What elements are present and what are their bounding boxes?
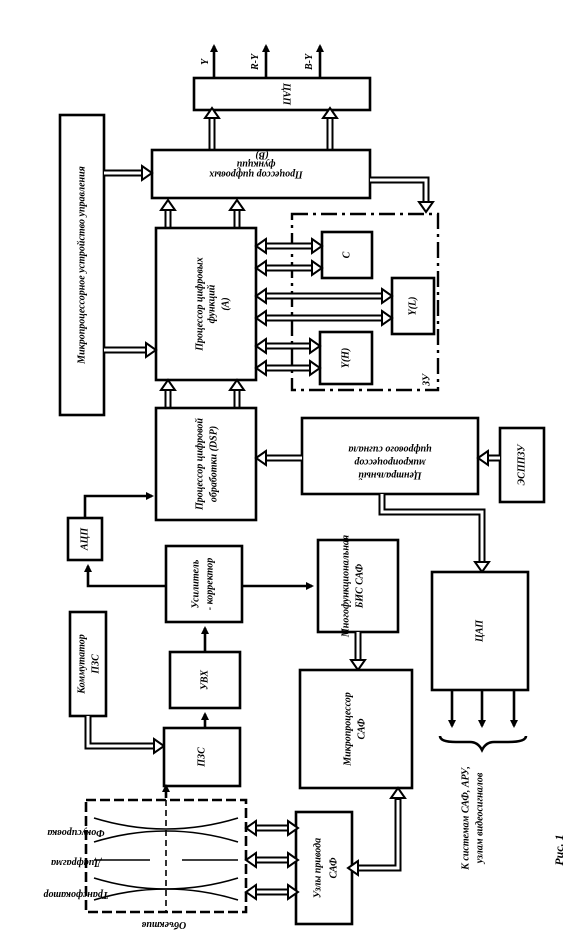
sample-hold-label: УВХ xyxy=(199,670,210,690)
bus-mcu-procb xyxy=(104,164,154,182)
bus-procb-dac xyxy=(203,106,339,150)
outputs-note: К системам САФ, АРУ, узлам видеосигналов xyxy=(460,766,485,871)
lsi-line1: Многофункциональная xyxy=(340,535,351,638)
ccd-block: ПЗС xyxy=(162,726,242,788)
output-signals: Y R-Y B-Y xyxy=(200,44,324,78)
processor-b-block: Процессор цифровых функций (B) xyxy=(150,148,372,200)
amplifier-line2: - корректор xyxy=(204,558,215,611)
label-b-y: B-Y xyxy=(304,53,315,71)
label-r-y: R-Y xyxy=(250,53,261,71)
processor-b-line3: (B) xyxy=(255,150,268,161)
outputs-line1: К системам САФ, АРУ, xyxy=(460,766,471,871)
amplifier-line1: Усилитель xyxy=(190,559,201,608)
processor-a-line1: Процессор цифровых xyxy=(194,257,205,351)
zu-label: ЗУ xyxy=(421,373,432,387)
drive-line2: САФ xyxy=(328,857,339,878)
ccd-switch-line2: ПЗС xyxy=(90,654,101,675)
bus-cpu-dac-bottom xyxy=(378,494,491,574)
line-adc-dsp xyxy=(83,492,154,518)
lsi-saf-block: Многофункциональная БИС САФ xyxy=(316,535,400,638)
lsi-line2: БИС САФ xyxy=(354,563,365,609)
bus-cpu-dsp xyxy=(254,449,302,467)
bus-mcu-proca xyxy=(104,341,158,359)
bus-proca-procb xyxy=(159,198,246,228)
processor-a-line2: функций xyxy=(206,284,217,323)
dsp-line2: обработки (DSP) xyxy=(208,426,219,502)
lens-assembly xyxy=(84,784,248,914)
processor-a-line3: (A) xyxy=(220,297,231,310)
bus-lens-drive xyxy=(244,819,300,901)
lens-labels: Фокусировка Диафрагма Трансфокатор Объек… xyxy=(43,827,186,930)
bus-drive-mpsaf xyxy=(346,786,407,877)
mp-saf-block: Микропроцессор САФ xyxy=(298,668,414,790)
memory-yh-label: Y(H) xyxy=(340,348,351,369)
figure-caption: Рис. 1 xyxy=(552,834,566,865)
processor-a-block: Процессор цифровых функций (A) xyxy=(154,226,258,382)
bus-lsi-mpsaf xyxy=(349,632,367,672)
drive-saf-block: Узлы привода САФ xyxy=(294,810,354,926)
amplifier-block: Усилитель - корректор xyxy=(164,544,244,624)
adc-block: АЦП xyxy=(66,516,104,562)
label-y: Y xyxy=(200,58,211,65)
mcu-control-block: Микропроцессорное устройство управления xyxy=(58,113,106,417)
central-mcu-line2: микропроцессор xyxy=(354,457,427,468)
ccd-label: ПЗС xyxy=(196,747,207,768)
dsp-line1: Процессор цифровой xyxy=(194,418,205,511)
sample-hold-block: УВХ xyxy=(168,650,242,710)
mp-saf-line2: САФ xyxy=(356,718,367,739)
bus-eeprom-cpu xyxy=(476,449,500,467)
memory-yl-label: Y(L) xyxy=(407,297,418,316)
central-mcu-block: Центральный микропроцессор цифрового сиг… xyxy=(300,416,480,496)
memory-c-label: C xyxy=(341,251,352,258)
processor-b-line1: Процессор цифровых xyxy=(209,169,303,180)
memory-zu-group: ЗУ xyxy=(290,212,440,392)
dac-top-block: ЦАП xyxy=(192,76,372,112)
ccd-switch-block: Коммутатор ПЗС xyxy=(68,610,108,718)
focus-label: Фокусировка xyxy=(47,827,104,838)
memory-c-block: C xyxy=(320,230,374,280)
adc-label: АЦП xyxy=(79,527,90,551)
drive-line1: Узлы привода xyxy=(312,838,323,898)
aperture-label: Диафрагма xyxy=(51,857,102,868)
line-amp-adc xyxy=(84,564,166,588)
dac-bottom-outputs xyxy=(438,690,528,753)
bus-dsp-proca xyxy=(159,378,246,408)
bus-procb-zu xyxy=(370,176,435,214)
dsp-block: Процессор цифровой обработки (DSP) xyxy=(154,406,258,522)
eeprom-label: ЭСППЗУ xyxy=(516,444,527,486)
mp-saf-line1: Микропроцессор xyxy=(342,692,353,767)
memory-yh-block: Y(H) xyxy=(318,330,374,386)
central-mcu-line3: цифрового сигнала xyxy=(348,444,431,455)
memory-yl-block: Y(L) xyxy=(390,276,436,336)
outputs-line2: узлам видеосигналов xyxy=(474,772,485,864)
processor-b-line2: функций xyxy=(236,159,275,170)
central-mcu-line1: Центральный xyxy=(358,470,423,481)
ccd-switch-line1: Коммутатор xyxy=(76,634,87,695)
lens-label: Объектив xyxy=(141,919,186,930)
zoom-label: Трансфокатор xyxy=(43,889,108,900)
dac-bottom-block: ЦАП xyxy=(430,570,530,692)
eeprom-block: ЭСППЗУ xyxy=(498,426,546,504)
bus-switch-ccd xyxy=(84,716,166,755)
mcu-control-label: Микропроцессорное устройство управления xyxy=(76,166,87,365)
dac-bottom-label: ЦАП xyxy=(474,619,485,643)
bus-proca-memories xyxy=(254,237,394,377)
dac-top-label: ЦАП xyxy=(281,82,292,106)
